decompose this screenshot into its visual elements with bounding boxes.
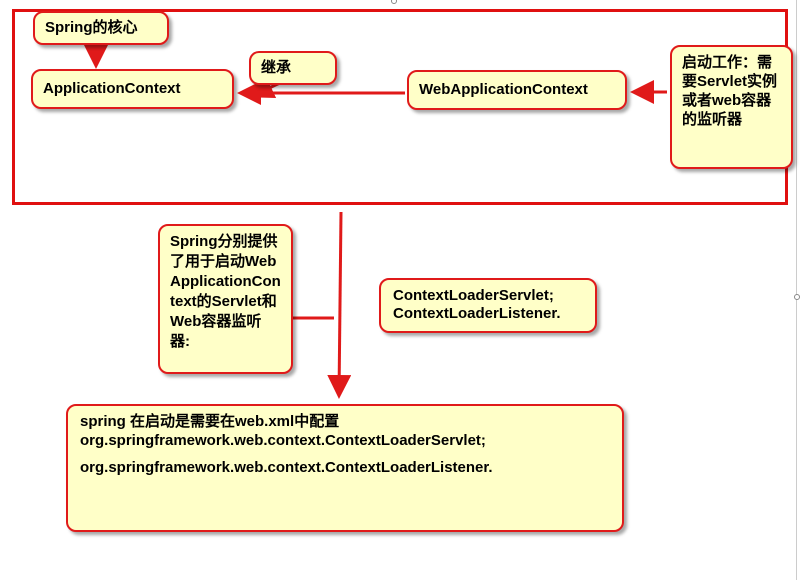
loaders-note-line2: ContextLoaderListener. (393, 305, 561, 322)
provided-note: Spring分别提供了用于启动WebApplicationContext的Ser… (158, 224, 293, 374)
loaders-note-line1: ContextLoaderServlet; (393, 287, 554, 304)
resize-handle-right[interactable] (794, 294, 800, 300)
spring-core-label: Spring的核心 (45, 19, 138, 36)
page-edge-line (796, 0, 797, 580)
application-context-label: ApplicationContext (43, 80, 181, 97)
config-note-line3: org.springframework.web.context.ContextL… (80, 459, 493, 476)
application-context-box: ApplicationContext (31, 69, 234, 109)
config-note-line1: spring 在启动是需要在web.xml中配置 (80, 413, 340, 430)
config-note: spring 在启动是需要在web.xml中配置 org.springframe… (66, 404, 624, 532)
resize-handle-top[interactable] (391, 0, 397, 4)
spring-core-note: Spring的核心 (33, 11, 169, 45)
inherit-label: 继承 (261, 59, 292, 76)
startup-note-text: 启动工作：需要Servlet实例或者web容器的监听器 (682, 54, 778, 128)
web-application-context-box: WebApplicationContext (407, 70, 627, 110)
web-application-context-label: WebApplicationContext (419, 81, 588, 98)
config-note-line2: org.springframework.web.context.ContextL… (80, 432, 486, 449)
inherit-note: 继承 (249, 51, 337, 85)
startup-note: 启动工作：需要Servlet实例或者web容器的监听器 (670, 45, 793, 169)
loaders-note: ContextLoaderServlet; ContextLoaderListe… (379, 278, 597, 333)
arrow-frame-to-config (327, 211, 352, 399)
provided-note-text: Spring分别提供了用于启动WebApplicationContext的Ser… (170, 233, 281, 350)
